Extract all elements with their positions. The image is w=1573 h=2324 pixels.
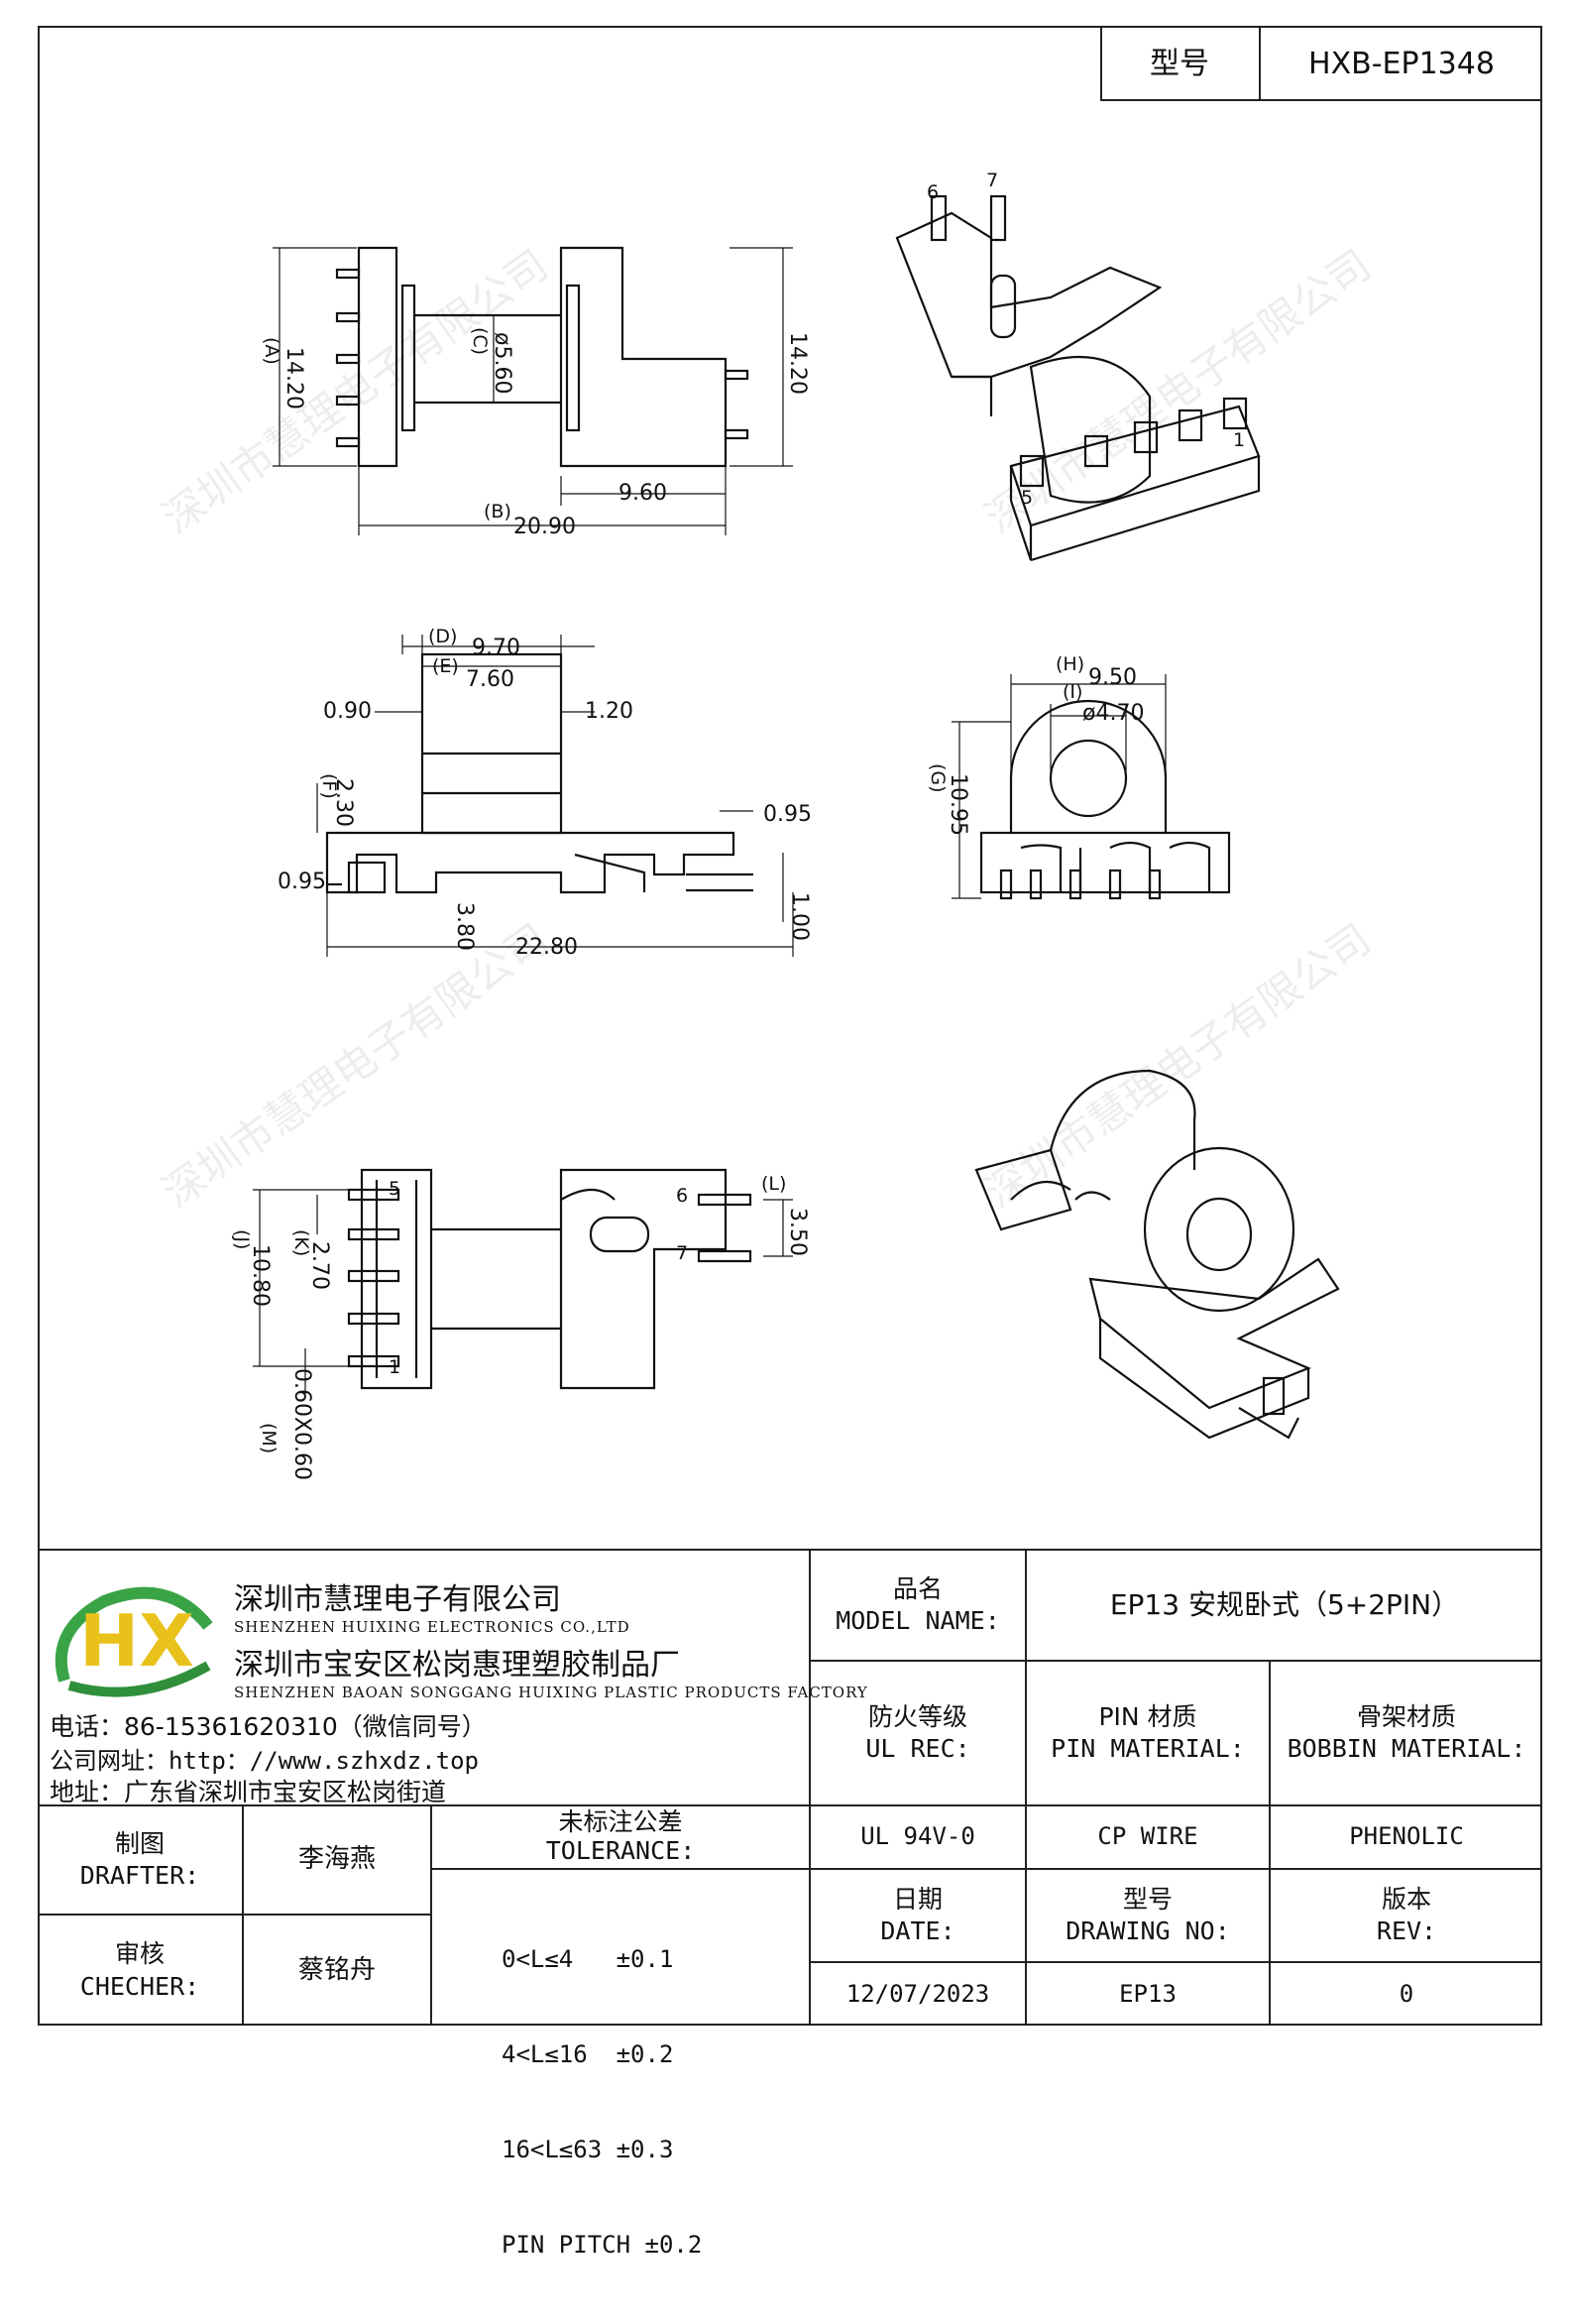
dim-top-right: 14.20 [785, 332, 810, 395]
logo-text: HX [79, 1599, 194, 1683]
dim-E: 7.60 [466, 667, 514, 692]
bottom-view [253, 1168, 793, 1398]
dim-22-80: 22.80 [515, 935, 578, 960]
rev-en: REV: [1376, 1917, 1437, 1945]
drawing-no-cn: 型号 [1122, 1884, 1173, 1914]
model-name-value: EP13 安规卧式（5+2PIN） [1109, 1587, 1460, 1621]
company-name-2: 深圳市宝安区松岗惠理塑胶制品厂 [234, 1648, 680, 1683]
dim-L: 3.50 [785, 1208, 810, 1256]
label-H: (H) [1056, 653, 1084, 675]
bottom-pin5: 5 [389, 1178, 400, 1200]
checker-cn: 审核 [114, 1939, 165, 1968]
end-view [952, 674, 1231, 900]
tolerance-line: 0<L≤4 ±0.1 [502, 1945, 674, 1973]
date-en: DATE: [880, 1917, 955, 1945]
dim-C: ø5.60 [490, 332, 514, 394]
tolerance-en: TOLERANCE: [545, 1836, 696, 1865]
dim-D: 9.70 [472, 636, 520, 660]
label-L: (L) [761, 1173, 786, 1195]
dim-H: 9.50 [1088, 665, 1137, 690]
model-name-cn: 品名 [892, 1573, 943, 1603]
top-view [273, 246, 793, 535]
dim-1-20: 1.20 [585, 699, 633, 724]
label-E: (E) [432, 655, 459, 677]
bottom-pin1: 1 [389, 1356, 400, 1378]
dim-3-80: 3.80 [452, 902, 477, 951]
iso1-pin7: 7 [986, 170, 998, 191]
drafter-name: 李海燕 [297, 1844, 376, 1875]
pin-value: CP WIRE [1097, 1822, 1198, 1851]
label-G: (G) [927, 763, 949, 793]
drawing-no-en: DRAWING NO: [1066, 1917, 1230, 1945]
rev-cn: 版本 [1381, 1884, 1431, 1914]
dim-1-00: 1.00 [787, 892, 812, 941]
ul-value: UL 94V-0 [860, 1822, 975, 1851]
bobbin-value: PHENOLIC [1349, 1822, 1464, 1851]
bobbin-en: BOBBIN MATERIAL: [1287, 1734, 1526, 1763]
company-tel: 电话：86-15361620310（微信同号） [50, 1712, 487, 1741]
drawing-frame [38, 26, 1542, 2026]
tolerance-cn: 未标注公差 [558, 1807, 683, 1837]
company-logo: HX [55, 1586, 213, 1697]
dim-9-60: 9.60 [618, 481, 667, 506]
label-J: (J) [231, 1229, 253, 1249]
company-name-1: 深圳市慧理电子有限公司 [234, 1582, 561, 1617]
pin-en: PIN MATERIAL: [1051, 1734, 1245, 1763]
label-D: (D) [428, 626, 457, 647]
model-box [1100, 26, 1542, 101]
side-view [316, 635, 794, 957]
ul-cn: 防火等级 [867, 1701, 967, 1731]
label-M: (M) [258, 1423, 280, 1453]
company-name-1-en: SHENZHEN HUIXING ELECTRONICS CO.,LTD [234, 1618, 630, 1636]
iso-view-2 [974, 1069, 1340, 1440]
ul-en: UL REC: [865, 1734, 970, 1763]
bobbin-cn: 骨架材质 [1356, 1701, 1456, 1731]
label-A: (A) [261, 337, 282, 365]
iso1-pin5: 5 [1021, 487, 1033, 509]
dim-0-95-left: 0.95 [278, 870, 326, 894]
label-K: (K) [290, 1229, 312, 1256]
label-I: (I) [1063, 681, 1082, 703]
company-name-2-en: SHENZHEN BAOAN SONGGANG HUIXING PLASTIC … [234, 1684, 868, 1701]
checker-en: CHECHER: [79, 1971, 200, 2001]
label-B: (B) [484, 501, 511, 523]
technical-drawing: (A) 14.20 (C) ø5.60 14.20 9.60 (B) 20.90… [231, 170, 1340, 1480]
dim-G: 10.95 [946, 773, 970, 836]
dim-M: 0.60X0.60 [289, 1368, 314, 1480]
iso-view-1 [895, 194, 1261, 562]
tolerance-line: PIN PITCH ±0.2 [502, 2231, 703, 2259]
date-value: 12/07/2023 [845, 1979, 990, 2008]
date-cn: 日期 [892, 1884, 943, 1914]
drafter-cn: 制图 [114, 1828, 165, 1858]
dim-I: ø4.70 [1082, 701, 1144, 726]
dim-0-95-right: 0.95 [763, 802, 812, 827]
iso1-pin6: 6 [927, 181, 939, 203]
model-label: 型号 [1150, 46, 1209, 81]
company-addr: 地址：广东省深圳市宝安区松岗街道 [50, 1778, 447, 1806]
pin-cn: PIN 材质 [1098, 1701, 1197, 1731]
dim-F: 2.30 [331, 778, 356, 827]
rev-value: 0 [1399, 1979, 1414, 2008]
dim-0-90: 0.90 [323, 699, 372, 724]
label-C: (C) [469, 327, 491, 355]
dim-B: 20.90 [513, 515, 576, 539]
drawing-no-value: EP13 [1119, 1979, 1177, 2008]
iso1-pin1: 1 [1233, 429, 1245, 451]
tolerance-table: 0<L≤4 ±0.1 4<L≤16 ±0.2 16<L≤63 ±0.3 PIN … [502, 1880, 702, 2324]
model-value: HXB-EP1348 [1308, 46, 1495, 81]
company-web: 公司网址：http：//www.szhxdz.top [50, 1747, 479, 1775]
bottom-pin7: 7 [676, 1242, 688, 1264]
tolerance-line: 16<L≤63 ±0.3 [502, 2136, 674, 2163]
tolerance-line: 4<L≤16 ±0.2 [502, 2040, 674, 2068]
dim-K: 2.70 [307, 1241, 332, 1290]
model-name-en: MODEL NAME: [836, 1606, 1000, 1635]
checker-name: 蔡铭舟 [297, 1954, 376, 1985]
label-F: (F) [318, 773, 340, 799]
dim-J: 10.80 [248, 1244, 273, 1307]
drafter-en: DRAFTER: [79, 1861, 200, 1890]
dim-A: 14.20 [281, 347, 306, 409]
bottom-pin6: 6 [676, 1185, 688, 1207]
